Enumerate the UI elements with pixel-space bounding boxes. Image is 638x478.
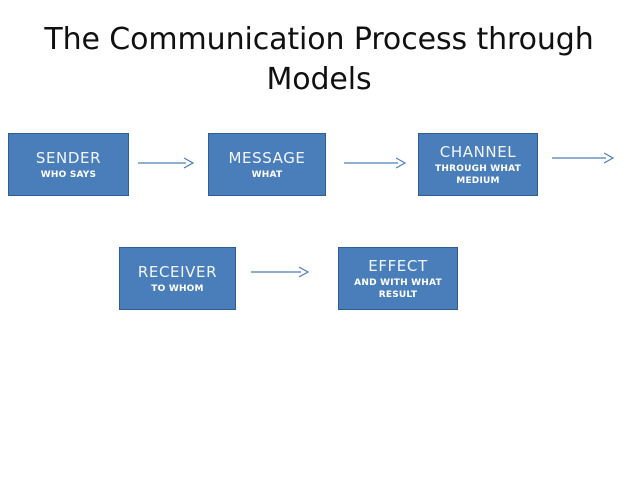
process-box-title: EFFECT	[368, 256, 428, 275]
page-title: The Communication Process through Models	[44, 22, 594, 97]
process-box-subtitle: WHAT	[251, 169, 283, 180]
arrow-right-icon-receiver-to-effect	[251, 266, 310, 278]
arrow-right-icon-sender-to-message	[138, 157, 195, 169]
process-box-title: CHANNEL	[439, 142, 517, 161]
process-box-title: SENDER	[35, 148, 102, 167]
arrow-right-icon-message-to-channel	[344, 157, 407, 169]
process-box-title: RECEIVER	[137, 262, 218, 281]
process-box-effect[interactable]: EFFECT AND WITH WHAT RESULT	[338, 247, 458, 310]
process-box-message[interactable]: MESSAGE WHAT	[208, 133, 326, 196]
process-box-subtitle: TO WHOM	[151, 283, 204, 294]
process-box-title: MESSAGE	[228, 148, 306, 167]
arrow-right-icon-channel-onward	[552, 152, 615, 164]
process-box-receiver[interactable]: RECEIVER TO WHOM	[119, 247, 236, 310]
process-box-sender[interactable]: SENDER WHO SAYS	[8, 133, 129, 196]
process-box-subtitle: WHO SAYS	[40, 169, 97, 180]
process-box-subtitle: AND WITH WHAT RESULT	[354, 277, 442, 300]
process-box-channel[interactable]: CHANNEL THROUGH WHAT MEDIUM	[418, 133, 538, 196]
process-box-subtitle: THROUGH WHAT MEDIUM	[435, 163, 521, 186]
